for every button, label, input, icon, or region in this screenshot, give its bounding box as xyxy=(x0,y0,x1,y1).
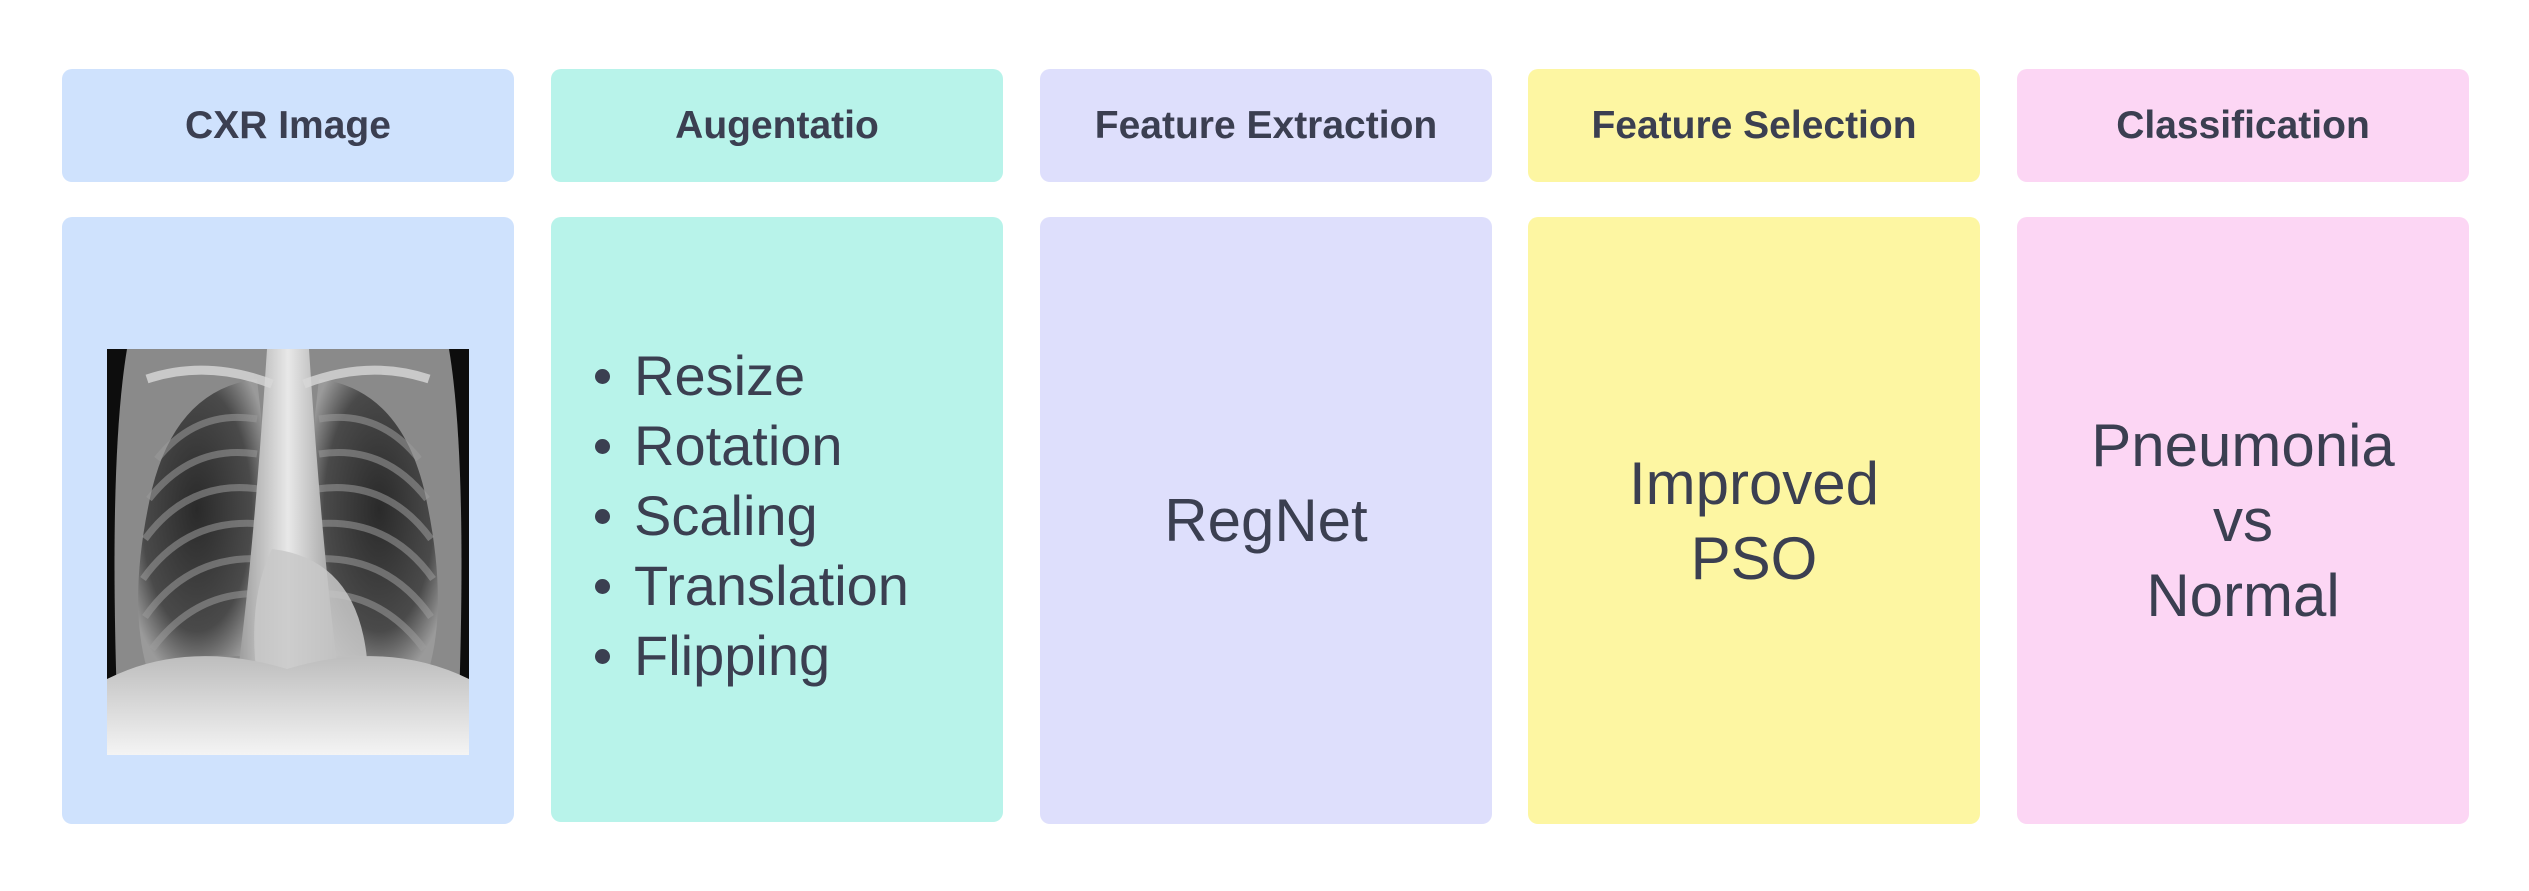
list-item: Scaling xyxy=(591,481,909,551)
bullet-icon xyxy=(595,438,610,454)
header-cxr-image: CXR Image xyxy=(62,69,514,182)
feature-selection-line-1: Improved xyxy=(1628,449,1880,517)
augmentation-list: Resize Rotation Scaling Translation Flip… xyxy=(591,341,909,691)
classification-result: Pneumonia vs Normal xyxy=(2091,408,2395,633)
list-item: Translation xyxy=(591,551,909,621)
bullet-icon xyxy=(595,578,610,594)
cxr-image-panel xyxy=(62,217,514,824)
feature-selection-line-2: PSO xyxy=(1690,524,1818,592)
list-item: Flipping xyxy=(591,621,909,691)
bullet-icon xyxy=(595,368,610,384)
augmentation-item-label: Rotation xyxy=(634,414,843,477)
augmentation-item-label: Resize xyxy=(634,344,806,407)
chest-xray-image xyxy=(107,349,469,755)
header-feature-selection: Feature Selection xyxy=(1528,69,1980,182)
header-classification-label: Classification xyxy=(2116,103,2370,147)
list-item: Resize xyxy=(591,341,909,411)
feature-selection-method: Improved PSO xyxy=(1629,446,1879,596)
augmentation-item-label: Scaling xyxy=(634,484,818,547)
header-classification: Classification xyxy=(2017,69,2469,182)
classification-line-3: Normal xyxy=(2146,562,2340,629)
feature-extraction-method: RegNet xyxy=(1164,487,1368,554)
list-item: Rotation xyxy=(591,411,909,481)
feature-selection-panel: Improved PSO xyxy=(1528,217,1980,824)
header-feature-selection-label: Feature Selection xyxy=(1591,103,1917,147)
classification-line-1: Pneumonia xyxy=(2091,412,2395,479)
bullet-icon xyxy=(595,648,610,664)
chest-xray-graphic xyxy=(107,349,469,755)
header-feature-extraction: Feature Extraction xyxy=(1040,69,1492,182)
augmentation-panel: Resize Rotation Scaling Translation Flip… xyxy=(551,217,1003,822)
classification-panel: Pneumonia vs Normal xyxy=(2017,217,2469,824)
bullet-icon xyxy=(595,508,610,524)
header-cxr-image-label: CXR Image xyxy=(185,103,391,147)
augmentation-item-label: Flipping xyxy=(634,624,831,687)
feature-extraction-panel: RegNet xyxy=(1040,217,1492,824)
augmentation-item-label: Translation xyxy=(634,554,909,617)
header-feature-extraction-label: Feature Extraction xyxy=(1094,103,1438,147)
header-augmentation: Augentatio xyxy=(551,69,1003,182)
header-augmentation-label: Augentatio xyxy=(675,103,879,147)
classification-line-2: vs xyxy=(2212,487,2273,554)
